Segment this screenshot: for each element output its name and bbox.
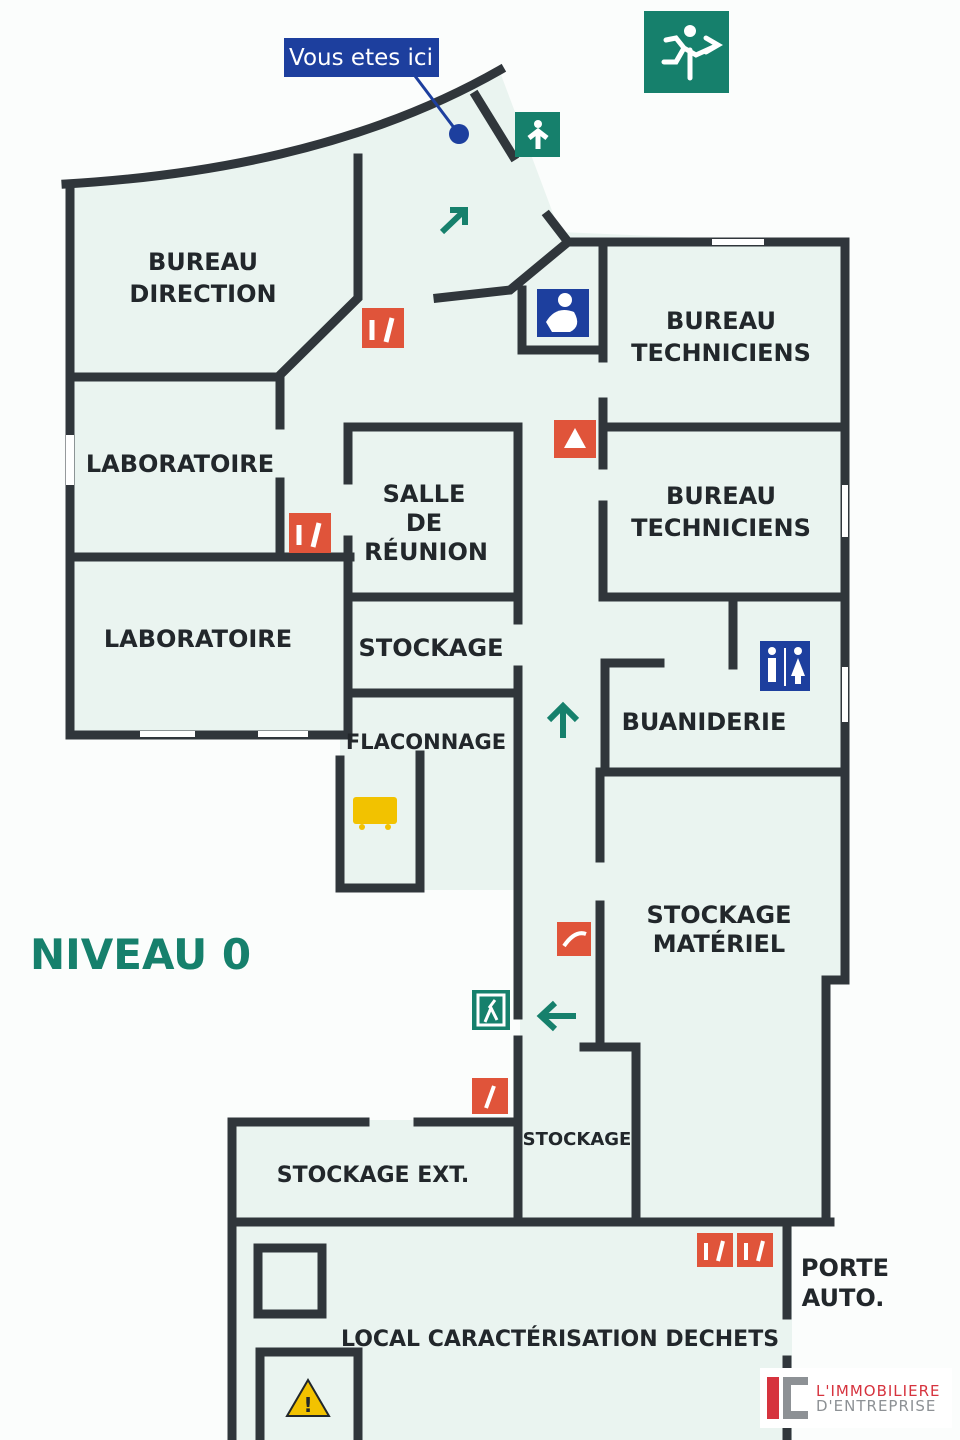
room-label-stockage: STOCKAGE: [359, 634, 504, 662]
room-label-bureau-direction: DIRECTION: [129, 280, 276, 308]
warning-icon: !: [285, 1378, 331, 1417]
room-label-local-dechets: LOCAL CARACTÉRISATION DECHETS: [341, 1326, 779, 1352]
emergency-exit-icon: [644, 11, 729, 93]
arrow-up-icon: [546, 701, 580, 738]
fire-extinguisher-icon: [362, 308, 404, 348]
exit-door-icon: [472, 990, 510, 1030]
room-label-laboratoire: LABORATOIRE: [86, 450, 274, 478]
walls: [61, 63, 850, 1440]
room-label-stockage-ext: STOCKAGE EXT.: [277, 1163, 470, 1188]
logo-line-1: L'IMMOBILIERE: [816, 1382, 940, 1400]
room-label-buanderie: BUANIDERIE: [622, 708, 787, 736]
room-label-bureau-techniciens: BUREAU: [666, 307, 776, 335]
room-label-laboratoire: LABORATOIRE: [104, 625, 292, 653]
room-label-stockage-materiel: MATÉRIEL: [653, 929, 785, 958]
you-are-here-marker: Vous etes ici: [284, 38, 469, 144]
room-label-salle-reunion: SALLE: [383, 480, 466, 508]
arrow-left-icon: [536, 1000, 576, 1032]
windows: [66, 239, 848, 737]
fire-extinguisher-icon: [289, 513, 331, 553]
porte-auto-label: AUTO.: [802, 1284, 885, 1312]
you-are-here-label: Vous etes ici: [289, 45, 433, 71]
room-label-stockage-materiel: STOCKAGE: [647, 901, 792, 929]
fire-hose-icon: [472, 1078, 508, 1114]
fire-hose-icon: [557, 922, 591, 956]
room-label-salle-reunion: DE: [406, 509, 442, 537]
room-label-salle-reunion: RÉUNION: [364, 537, 488, 566]
arrow-up-right-icon: [439, 207, 468, 235]
forklift-icon: [353, 797, 397, 830]
fire-extinguisher-icon: [697, 1233, 733, 1267]
porte-auto-label: PORTE: [801, 1254, 889, 1282]
room-label-bureau-techniciens: TECHNICIENS: [631, 339, 811, 367]
room-label-bureau-direction: BUREAU: [148, 248, 258, 276]
level-title: NIVEAU 0: [30, 930, 251, 979]
fire-alarm-icon: [554, 420, 596, 458]
company-logo: L'IMMOBILIERE D'ENTREPRISE: [760, 1368, 952, 1428]
room-label-bureau-techniciens: BUREAU: [666, 482, 776, 510]
svg-text:!: !: [303, 1393, 312, 1417]
logo-line-2: D'ENTREPRISE: [816, 1397, 936, 1415]
first-aid-icon: [537, 289, 589, 337]
room-label-bureau-techniciens: TECHNICIENS: [631, 514, 811, 542]
exit-person-icon: [515, 112, 560, 157]
room-label-flaconnage: FLACONNAGE: [346, 730, 506, 754]
room-label-stockage: STOCKAGE: [523, 1129, 632, 1150]
fire-extinguisher-icon: [737, 1233, 773, 1267]
restroom-icon: [760, 641, 810, 691]
